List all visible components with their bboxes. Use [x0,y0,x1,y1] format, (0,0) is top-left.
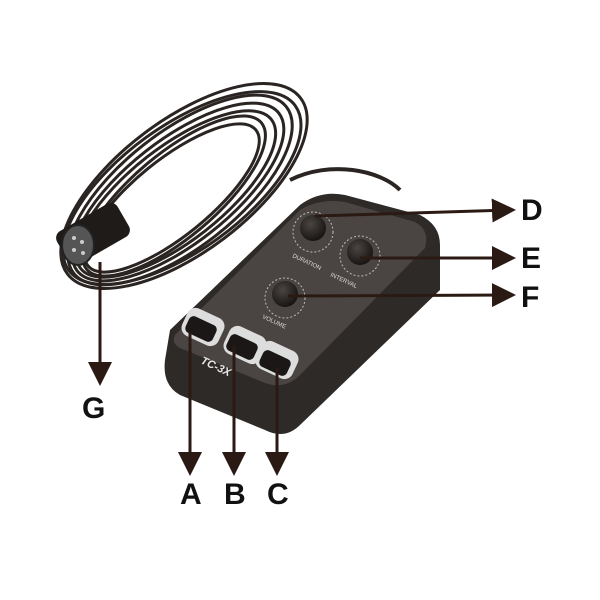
button-b[interactable] [225,333,260,362]
interval-knob[interactable] [347,239,373,265]
callout-a: A [180,478,202,511]
callout-f: F [521,281,540,314]
callout-e: E [521,242,542,275]
button-a[interactable] [184,315,219,344]
button-c[interactable] [258,349,293,378]
arrow-f [287,283,516,308]
duration-knob[interactable] [300,215,326,241]
callout-lines [88,198,516,476]
callout-g: G [82,392,106,425]
callout-b: B [224,478,246,511]
xlr-connector [56,202,130,266]
callout-d: D [521,194,543,227]
volume-knob[interactable] [272,281,298,307]
cable-coil [59,82,402,290]
callout-c: C [267,478,289,511]
arrow-d [314,198,516,223]
